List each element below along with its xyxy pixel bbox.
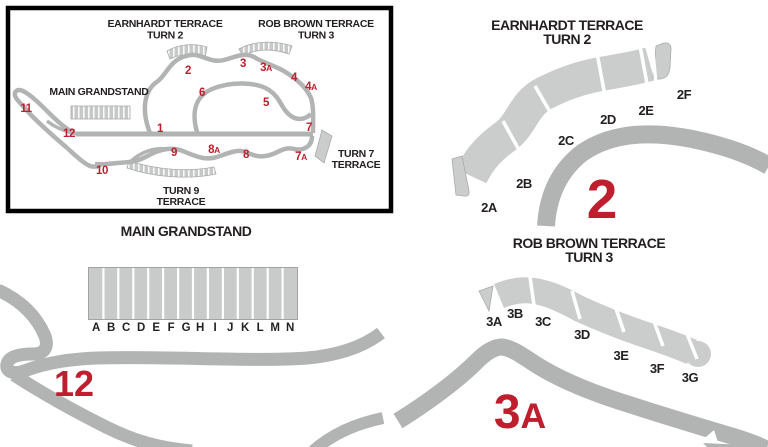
turn-marker-3: 3 [240,58,246,70]
section-label-2f: 2F [677,87,692,102]
main-grandstand-detail-title: MAIN GRANDSTAND [121,223,252,239]
section-label-2a: 2A [481,200,498,215]
section-divider [501,120,521,151]
section-label-2d: 2D [600,112,616,127]
overview-main-grandstand-label: MAIN GRANDSTAND [49,86,149,98]
turn9-chute-fork [129,146,169,163]
turn7-stand-shape [314,129,333,164]
seat-row-label-d: D [137,322,145,334]
section-label-3a: 3A [486,314,503,329]
overview-rob-brown-label-line1: ROB BROWN TERRACE [258,18,374,30]
seat-row-label-n: N [286,322,294,334]
overview-turn7-label-line2: TERRACE [332,159,381,171]
seat-row-label-i: I [214,322,217,334]
rob-brown-big-turn-number: 3A [494,386,546,439]
section-divider [683,328,699,360]
seat-row-label-g: G [182,322,191,334]
turn-marker-6: 6 [199,87,205,99]
earnhardt-big-turn-number: 2 [587,168,618,230]
section-divider [638,45,650,90]
turn-marker-8: 8 [243,149,250,161]
turn-marker-7: 7 [306,122,312,134]
main-grandstand-big-turn-number: 12 [54,363,94,404]
section-label-3d: 3D [574,327,590,342]
earnhardt-band-end-piece [451,155,470,197]
earnhardt-seating-band [455,47,655,184]
rob-brown-section-3a-piece [478,285,494,313]
main-grandstand-shape [70,105,131,120]
seat-row-label-c: C [122,322,130,334]
earnhardt-detail-title-line1: EARNHARDT TERRACE [491,17,643,33]
turn9-stand-shape [126,160,217,178]
earnhardt-section-2f-piece [652,42,672,80]
earnhardt-terrace-detail: EARNHARDT TERRACE TURN 2 2A 2B 2C 2D 2E … [451,17,768,230]
turn-marker-4a: 4A [305,81,317,93]
section-divider [528,276,536,306]
seat-row-label-k: K [241,322,250,334]
section-label-2c: 2C [558,133,575,148]
seat-row-label-h: H [196,322,204,334]
seat-row-label-l: L [257,322,264,334]
section-divider [650,315,665,347]
section-label-3b: 3B [507,306,523,321]
section-divider [570,290,582,320]
rob-brown-band-rounded-end [685,341,711,367]
section-label-3c: 3C [535,314,552,329]
start-finish-track-segment [0,284,385,380]
rob-brown-stand-shape [238,41,293,57]
track-upper-loop [142,52,316,134]
turn3-track-segment [393,338,768,447]
overview-turn9-label-line1: TURN 9 [163,185,200,197]
rob-brown-detail-title-line2: TURN 3 [565,249,613,265]
section-label-2b: 2B [516,176,532,191]
seat-row-label-b: B [107,322,115,334]
section-divider [533,85,555,118]
turn-marker-10: 10 [96,165,108,177]
section-label-3e: 3E [613,348,629,363]
turn-marker-4: 4 [291,72,298,84]
turn-marker-1: 1 [157,123,164,135]
turn-marker-12: 12 [63,128,75,140]
section-divider [650,43,658,85]
overview-turn7-label-line1: TURN 7 [338,148,375,160]
turn2-track-segment [537,125,768,227]
grandstand-section-dividers [102,268,284,319]
rob-brown-detail-title-line1: ROB BROWN TERRACE [513,235,666,251]
section-label-3g: 3G [682,370,699,385]
overview-earnhardt-label-line1: EARNHARDT TERRACE [107,18,222,30]
track-carousel-loop [192,81,313,133]
turn-marker-5: 5 [263,97,270,109]
turn-marker-9: 9 [171,147,177,159]
access-road-segment [309,412,385,447]
track-lower-esses [12,87,315,169]
earnhardt-detail-title-line2: TURN 2 [543,31,591,47]
turn-marker-11: 11 [20,103,32,115]
overview-map: EARNHARDT TERRACE TURN 2 ROB BROWN TERRA… [5,5,394,214]
track-fork-gap [694,430,720,447]
pit-lane-fork [45,119,79,136]
pit-road-segment [10,369,193,447]
seat-row-label-e: E [152,322,160,334]
rob-brown-terrace-detail: ROB BROWN TERRACE TURN 3 3A 3B 3C 3D 3E … [393,235,768,447]
turn-marker-3a: 3A [260,62,272,74]
section-divider [595,52,607,97]
section-label-2e: 2E [638,103,654,118]
seat-row-label-j: J [227,322,233,334]
overview-earnhardt-label-line2: TURN 2 [147,30,184,42]
seat-row-label-m: M [270,322,279,334]
overview-rob-brown-label-line2: TURN 3 [298,30,335,42]
seat-row-label-a: A [92,322,100,334]
section-label-3f: 3F [650,361,665,376]
overview-turn9-label-line2: TERRACE [157,196,206,208]
seat-row-label-f: F [168,322,175,334]
track-fork-branch [703,443,746,447]
turn-marker-7a: 7A [295,151,307,163]
turn-marker-8a: 8A [208,144,220,156]
section-divider [612,302,626,333]
turn-marker-2: 2 [185,65,191,77]
main-grandstand-detail: MAIN GRANDSTAND A B C D E F G H I J K L … [0,223,385,447]
